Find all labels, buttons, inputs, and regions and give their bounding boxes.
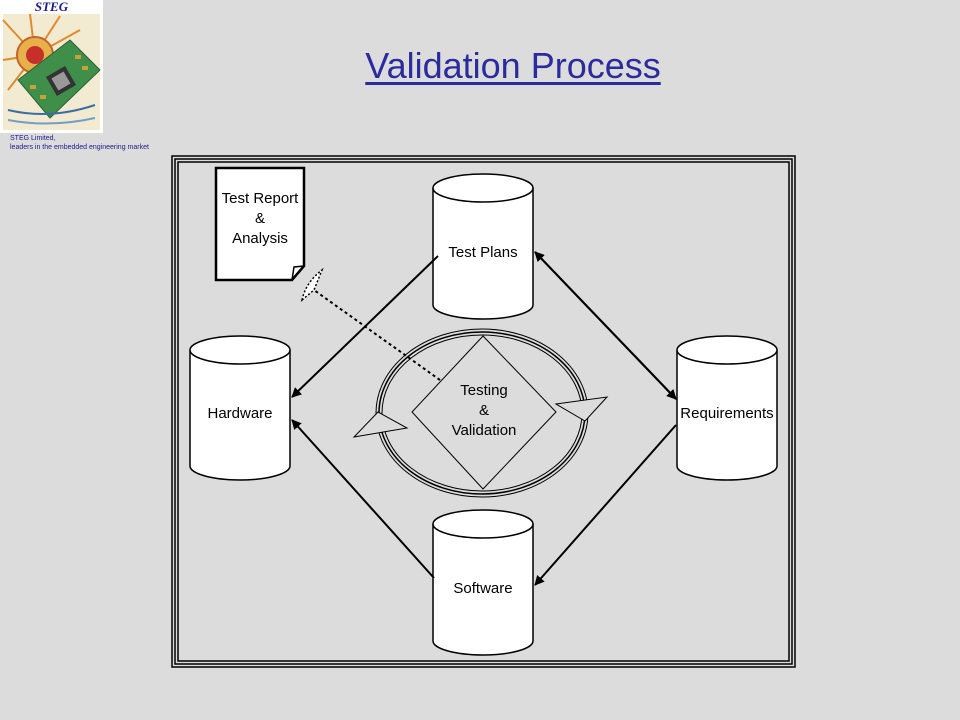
dotted-arrowhead — [300, 267, 324, 302]
page-title: Validation Process — [365, 45, 661, 86]
cycle-arrowhead-left — [352, 411, 409, 438]
arrow-requirements-to-software — [534, 424, 677, 586]
requirements-label: Requirements — [680, 405, 774, 422]
testing-validation-label: Testing & Validation — [451, 382, 517, 439]
requirements-cylinder — [676, 335, 778, 481]
company-slogan: leaders in the embedded engineering mark… — [10, 144, 149, 151]
hardware-cylinder — [189, 335, 291, 481]
cycle-arrowhead-right — [554, 396, 609, 422]
company-name: STEG Limited, — [10, 135, 56, 142]
dotted-link-to-report — [313, 289, 441, 381]
test-report-label: Test Report & Analysis — [221, 190, 299, 247]
arrow-software-to-hardware — [291, 419, 435, 579]
hardware-label: Hardware — [207, 405, 273, 422]
arrow-testplans-to-requirements — [534, 251, 677, 400]
steg-logo: STEG — [0, 0, 103, 133]
company-tagline: STEG Limited, leaders in the embedded en… — [10, 134, 149, 152]
test-report-document — [214, 166, 306, 282]
logo-title: STEG — [34, 0, 69, 14]
test-plans-cylinder — [432, 173, 534, 320]
software-cylinder — [432, 509, 534, 656]
testing-validation-diamond — [411, 335, 557, 490]
software-label: Software — [453, 580, 513, 597]
diagram-frame — [171, 155, 796, 668]
test-plans-label: Test Plans — [448, 244, 518, 261]
